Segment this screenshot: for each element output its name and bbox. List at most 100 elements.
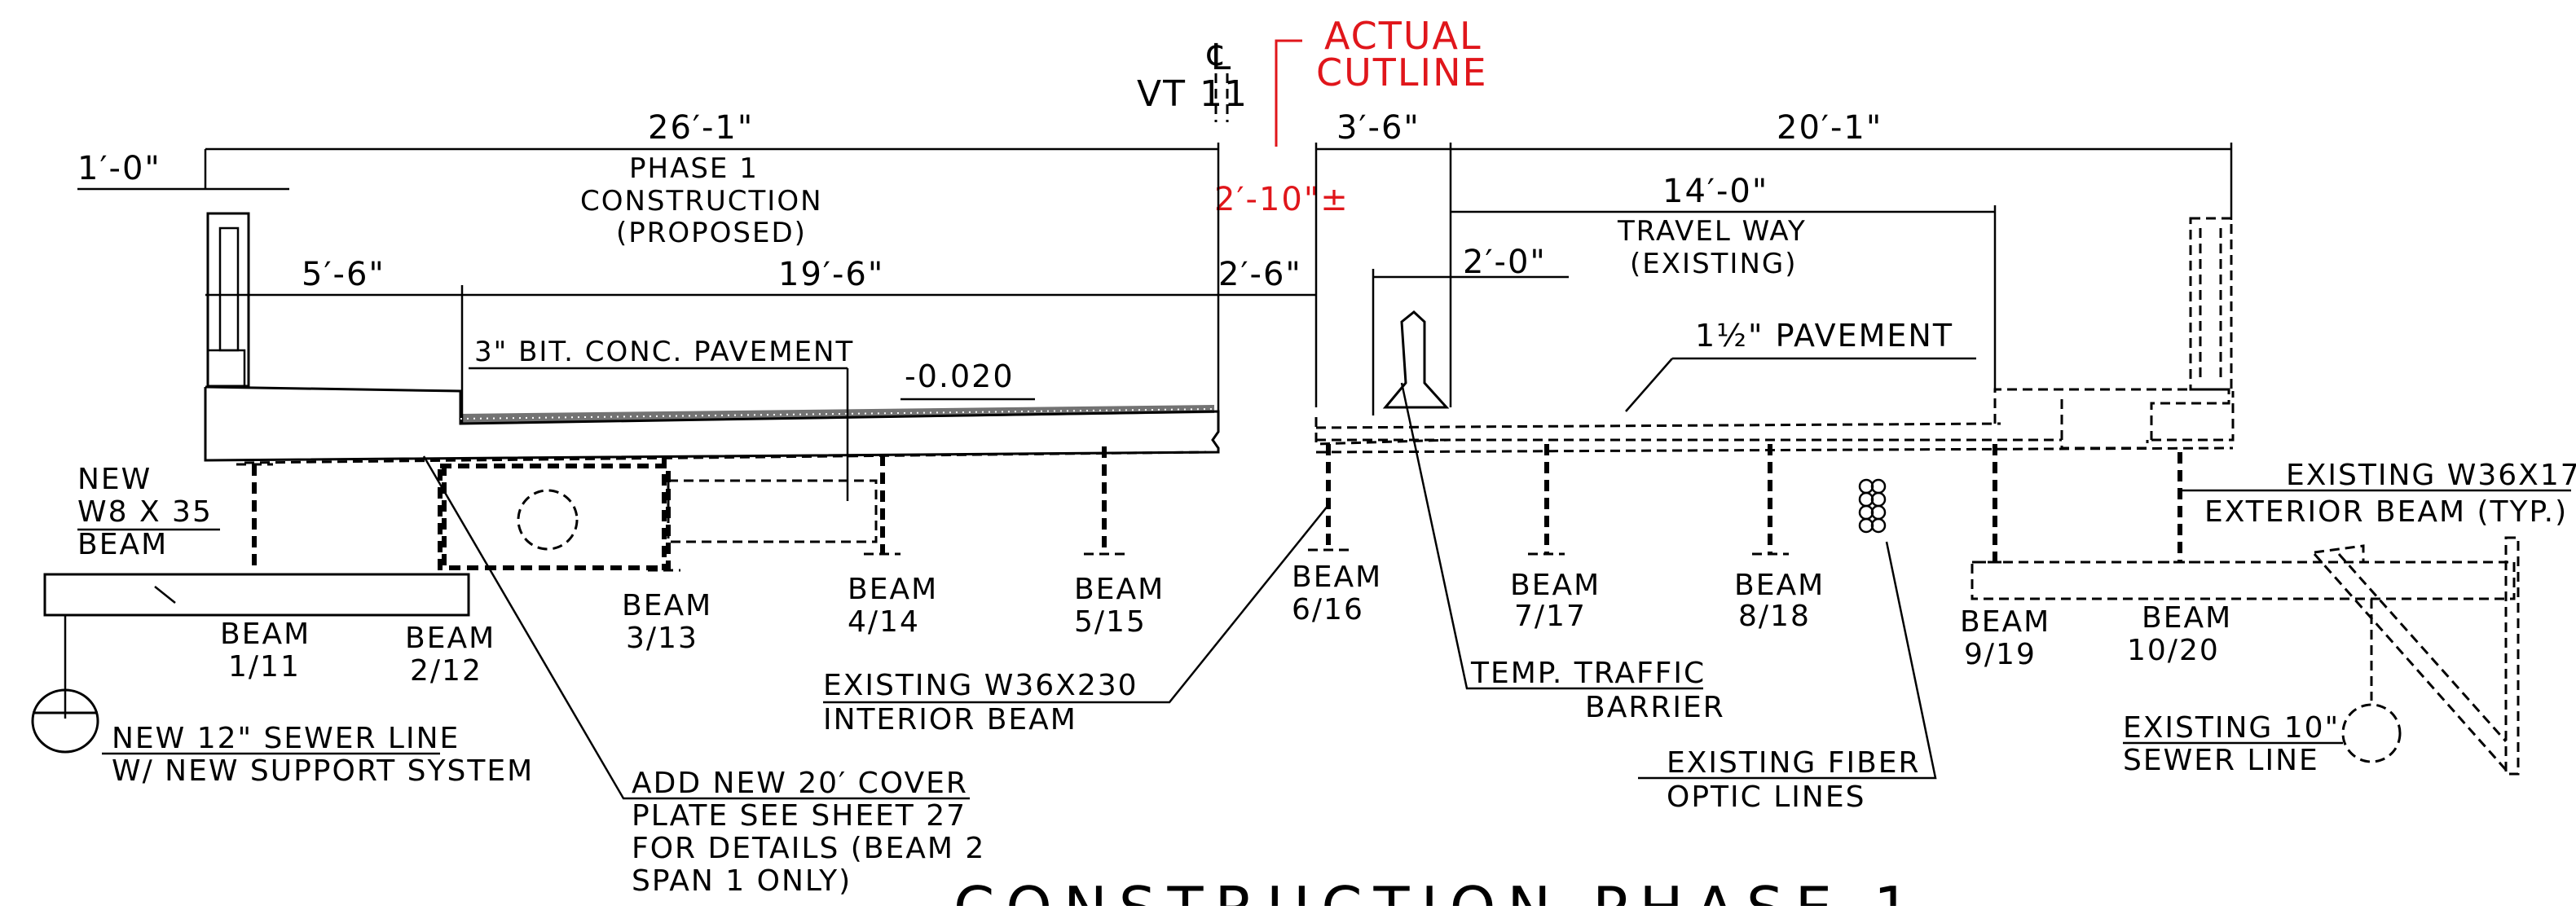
slope-callout: -0.020: [900, 358, 1035, 401]
beam-num-7: 7/17: [1514, 600, 1587, 633]
utility-box: [667, 479, 878, 543]
cover-line-1: ADD NEW 20′ COVER: [632, 767, 968, 800]
bit-pavement-callout: 3" BIT. CONC. PAVEMENT: [469, 336, 854, 501]
beam-4-14: [864, 455, 900, 556]
beam-5-15: [1084, 446, 1125, 556]
beam-num-8: 8/18: [1738, 600, 1811, 633]
new-beam-line-3: BEAM: [77, 528, 168, 561]
beam-labels: BEAM 1/11 BEAM 2/12 BEAM 3/13 BEAM 4/14 …: [220, 561, 2232, 688]
new-sewer-callout: NEW 12" SEWER LINE W/ NEW SUPPORT SYSTEM: [102, 722, 534, 788]
ext-sewer-line-2: SEWER LINE: [2123, 744, 2319, 777]
pavement-1-5-label: 1½" PAVEMENT: [1695, 318, 1953, 354]
beam-num-2: 2/12: [410, 654, 482, 688]
new-sewer-line: [31, 688, 99, 754]
new-w8x35-beam: [43, 573, 470, 617]
ext-beam-line-2: EXTERIOR BEAM (TYP.): [2204, 495, 2568, 529]
existing-duct-circle: [517, 489, 579, 551]
travel-way-note: TRAVEL WAY (EXISTING): [1617, 215, 1807, 280]
ext-beam-line-1: EXISTING W36X170: [2286, 459, 2576, 492]
bituminous-pavement-hatch: [460, 405, 1214, 424]
cutline-dimension: 2′-10"±: [1214, 181, 1350, 218]
beam-9-19: [1976, 444, 2013, 564]
fiber-callout: EXISTING FIBER OPTIC LINES: [1638, 541, 1937, 814]
ext-sewer-line-1: EXISTING 10": [2123, 711, 2340, 745]
beam-num-10: 10/20: [2127, 634, 2220, 667]
beam-num-1: 1/11: [228, 650, 301, 684]
actual-cutline: ACTUAL CUTLINE 2′-10"±: [1214, 14, 1488, 218]
new-beam-callout: NEW W8 X 35 BEAM: [77, 463, 220, 561]
dim-2-0: 2′-0": [1463, 244, 1547, 281]
travel-line-2: (EXISTING): [1630, 248, 1798, 280]
barrier-callout: TEMP. TRAFFIC BARRIER: [1400, 382, 1725, 724]
interior-beam-callout: EXISTING W36X230 INTERIOR BEAM: [823, 504, 1329, 736]
new-sewer-line-2: W/ NEW SUPPORT SYSTEM: [112, 754, 534, 788]
cover-plate-box: [438, 464, 671, 570]
beam-label-6: BEAM: [1292, 561, 1382, 594]
cutline-label-1: ACTUAL: [1324, 14, 1482, 58]
dim-19-6: 19′-6": [778, 256, 884, 293]
dim-26-1: 26′-1": [648, 109, 754, 147]
bit-pavement-label: 3" BIT. CONC. PAVEMENT: [474, 336, 854, 368]
cover-line-2: PLATE SEE SHEET 27: [632, 799, 967, 833]
phase-note: PHASE 1 CONSTRUCTION (PROPOSED): [580, 152, 823, 249]
travel-line-1: TRAVEL WAY: [1617, 215, 1807, 248]
phase-line-3: (PROPOSED): [616, 217, 807, 249]
phase-line-1: PHASE 1: [629, 152, 759, 185]
beam-label-10: BEAM: [2142, 601, 2232, 635]
existing-sewer-callout: EXISTING 10" SEWER LINE: [2123, 711, 2343, 777]
dim-2-6: 2′-6": [1218, 256, 1302, 293]
beam-num-5: 5/15: [1074, 605, 1147, 639]
beam-7-17: [1528, 444, 1565, 556]
new-beam-line-1: NEW: [77, 463, 152, 496]
dim-5-6: 5′-6": [302, 256, 385, 293]
cover-line-3: FOR DETAILS (BEAM 2: [632, 832, 985, 865]
cutline-label-2: CUTLINE: [1316, 51, 1488, 95]
pavement-1-5-callout: 1½" PAVEMENT: [1625, 318, 1976, 412]
new-sewer-line-1: NEW 12" SEWER LINE: [112, 722, 460, 755]
beam-num-9: 9/19: [1964, 638, 2037, 671]
parapet-rail: [218, 226, 240, 352]
existing-sewer-support: [1971, 536, 2520, 776]
new-beam-line-2: W8 X 35: [77, 495, 213, 529]
centerline-marker: ℄ VT 11: [1137, 37, 1247, 122]
beam-3-13: [648, 456, 680, 572]
exterior-beam-callout: EXISTING W36X170 EXTERIOR BEAM (TYP.): [2180, 459, 2576, 529]
beam-10-20: [2160, 452, 2200, 564]
beam-6-16: [1308, 444, 1349, 552]
int-beam-line-1: EXISTING W36X230: [823, 669, 1138, 702]
phase-line-2: CONSTRUCTION: [580, 185, 823, 218]
fiber-line-2: OPTIC LINES: [1667, 780, 1865, 814]
beam-label-5: BEAM: [1074, 573, 1165, 606]
dim-14-0: 14′-0": [1662, 173, 1768, 210]
barrier-line-2: BARRIER: [1585, 691, 1725, 724]
int-beam-line-2: INTERIOR BEAM: [823, 703, 1077, 736]
beam-label-2: BEAM: [405, 622, 495, 655]
temp-traffic-barrier: [1382, 310, 1450, 409]
beam-num-4: 4/14: [848, 605, 920, 639]
cover-line-4: SPAN 1 ONLY): [632, 864, 852, 898]
slope-value: -0.020: [905, 358, 1015, 394]
existing-parapet: [2189, 217, 2233, 391]
beam-label-7: BEAM: [1510, 569, 1601, 602]
proposed-deck: [204, 212, 1220, 464]
existing-deck: [1314, 217, 2235, 454]
beam-label-3: BEAM: [622, 589, 712, 622]
fiber-optic-bundle: [1858, 478, 1887, 534]
dim-20-1: 20′-1": [1777, 109, 1882, 147]
dim-1-0: 1′-0": [77, 150, 161, 187]
fiber-line-1: EXISTING FIBER: [1667, 746, 1921, 780]
beam-num-6: 6/16: [1292, 593, 1364, 626]
drawing-title: CONSTRUCTION PHASE 1: [953, 874, 1922, 906]
beam-label-9: BEAM: [1960, 605, 2050, 639]
barrier-line-1: TEMP. TRAFFIC: [1470, 657, 1706, 690]
centerline-symbol: ℄: [1207, 37, 1232, 78]
beam-8-18: [1752, 444, 1789, 556]
beam-label-4: BEAM: [848, 573, 938, 606]
dim-3-6: 3′-6": [1336, 109, 1420, 147]
beam-1-11: [236, 463, 273, 570]
beam-label-1: BEAM: [220, 618, 310, 651]
beam-num-3: 3/13: [626, 622, 698, 655]
cover-plate-callout: ADD NEW 20′ COVER PLATE SEE SHEET 27 FOR…: [422, 455, 985, 898]
